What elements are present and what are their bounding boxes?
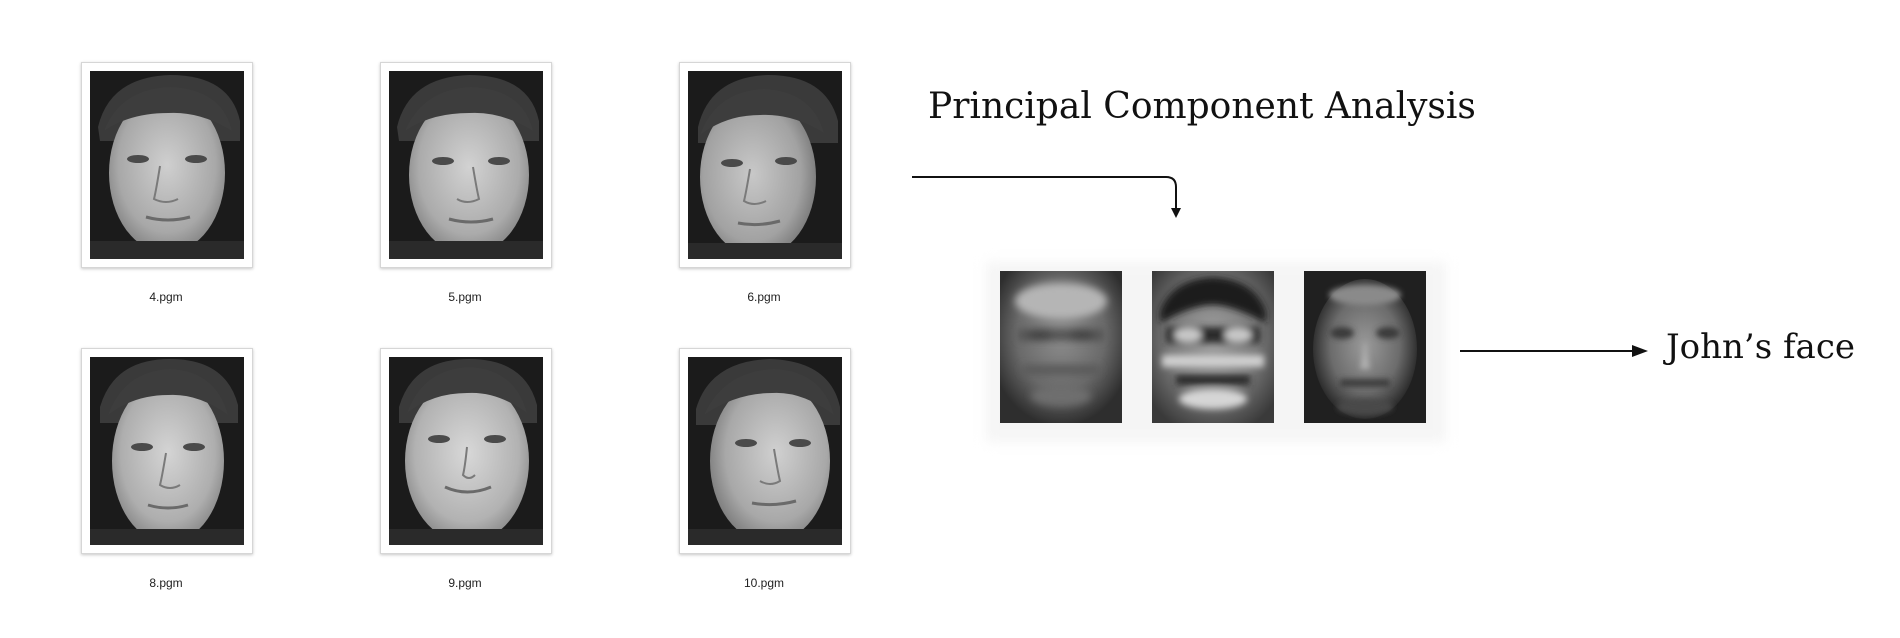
eigenface-icon — [1304, 271, 1426, 423]
thumbnail-caption: 9.pgm — [448, 576, 482, 590]
face-thumbnail-4[interactable] — [81, 62, 253, 268]
face-photo-icon — [90, 357, 244, 545]
thumbnail-caption: 8.pgm — [149, 576, 183, 590]
eigenface-icon — [1000, 271, 1122, 423]
pca-arrow — [912, 176, 1177, 209]
face-thumbnail-9[interactable] — [380, 348, 552, 554]
pca-title: Principal Component Analysis — [928, 86, 1476, 127]
thumbnail-caption: 6.pgm — [747, 290, 781, 304]
face-photo-icon — [389, 71, 543, 259]
result-arrowhead — [1632, 345, 1648, 357]
face-photo-icon — [389, 357, 543, 545]
thumbnail-caption: 5.pgm — [448, 290, 482, 304]
thumbnail-caption: 4.pgm — [149, 290, 183, 304]
face-thumbnail-6[interactable] — [679, 62, 851, 268]
eigenface-icon — [1152, 271, 1274, 423]
pca-arrowhead — [1171, 208, 1181, 218]
result-label: John’s face — [1666, 327, 1855, 367]
face-photo-icon — [688, 357, 842, 545]
face-thumbnail-10[interactable] — [679, 348, 851, 554]
thumbnail-caption: 10.pgm — [743, 576, 785, 590]
face-thumbnail-8[interactable] — [81, 348, 253, 554]
face-photo-icon — [688, 71, 842, 259]
face-photo-icon — [90, 71, 244, 259]
face-thumbnail-5[interactable] — [380, 62, 552, 268]
